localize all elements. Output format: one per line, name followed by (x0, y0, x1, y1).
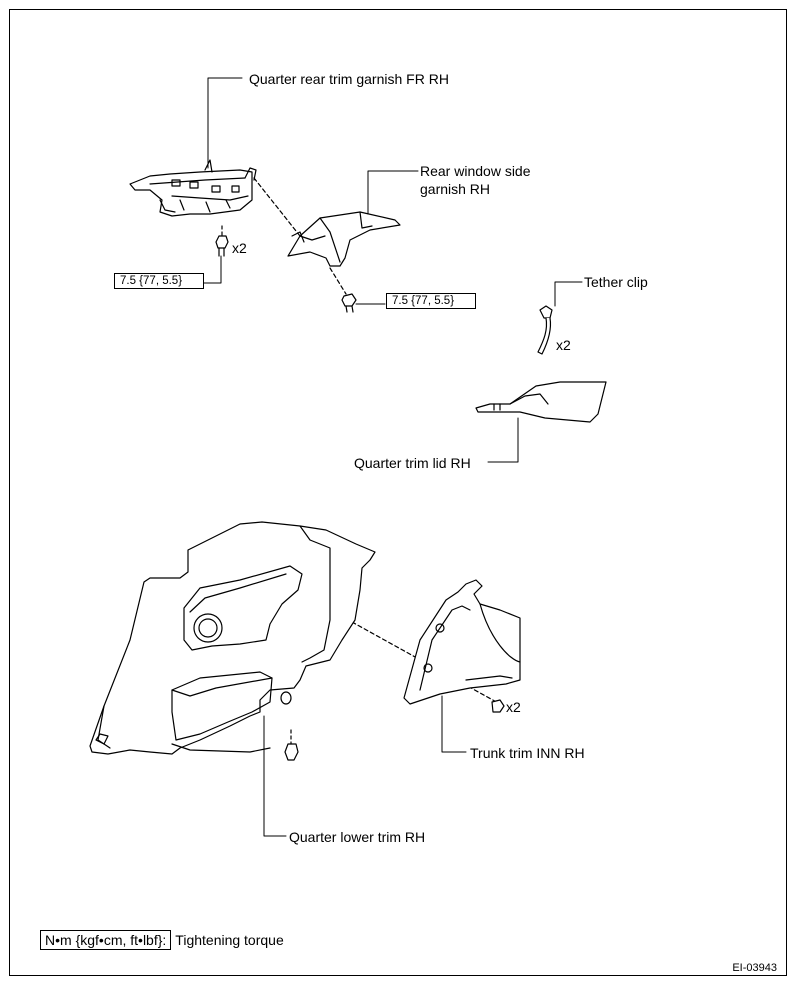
torque-spec-garnish-bolts: 7.5 {77, 5.5} (114, 273, 204, 289)
diagram-frame (9, 9, 787, 976)
figure-code: EI-03943 (732, 962, 777, 974)
quarter-lower-trim-part (89, 521, 376, 755)
legend-description: Tightening torque (175, 932, 284, 948)
leader-lines (202, 77, 583, 837)
qty-tether-clip: x2 (556, 337, 571, 353)
garnish-bolts (215, 225, 229, 257)
lower-trim-clip (284, 729, 299, 761)
label-quarter-lower-trim: Quarter lower trim RH (289, 829, 426, 845)
label-trunk-trim-inn: Trunk trim INN RH (470, 745, 585, 761)
label-quarter-rear-trim-garnish: Quarter rear trim garnish FR RH (249, 71, 449, 87)
torque-spec-window-garnish-bolt: 7.5 {77, 5.5} (386, 293, 476, 309)
quarter-rear-trim-garnish-part (129, 159, 257, 217)
qty-garnish-bolts: x2 (232, 240, 247, 256)
qty-trunk-trim-clips: x2 (506, 699, 521, 715)
label-tether-clip: Tether clip (584, 274, 648, 290)
trunk-trim-clips (491, 699, 505, 713)
window-garnish-bolt (341, 293, 357, 313)
trunk-trim-inn-part (403, 579, 521, 705)
torque-legend: N•m {kgf•cm, ft•lbf}:Tightening torque (40, 930, 284, 950)
tether-clip-part (537, 305, 553, 355)
rear-window-side-garnish-part (287, 211, 401, 267)
label-rear-window-side-garnish-1: Rear window side (420, 163, 531, 179)
label-quarter-trim-lid: Quarter trim lid RH (354, 455, 471, 471)
label-rear-window-side-garnish-2: garnish RH (420, 181, 491, 197)
quarter-trim-lid-part (475, 381, 607, 423)
legend-unit: N•m {kgf•cm, ft•lbf}: (40, 930, 172, 950)
